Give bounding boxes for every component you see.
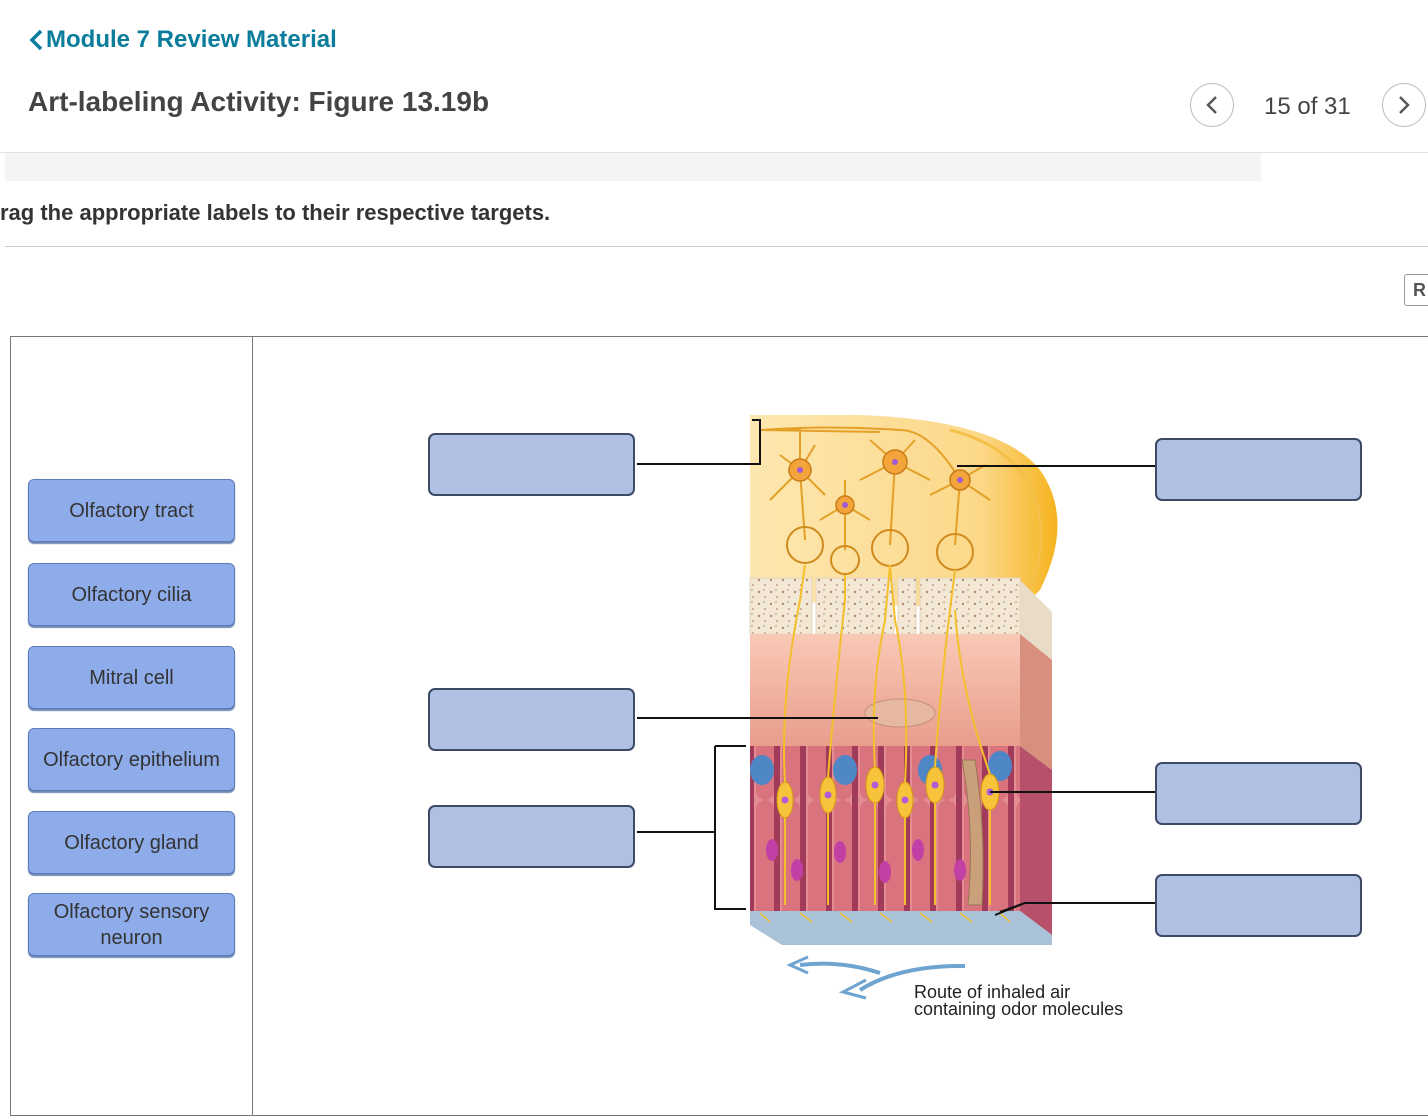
label-bank — [10, 336, 253, 1116]
drop-target-cilia[interactable] — [1155, 874, 1362, 937]
mucus-layer — [750, 911, 1052, 945]
sensory-neuron-axons — [783, 564, 991, 905]
toolbar-strip — [5, 153, 1261, 181]
label-chip-olfactory-epithelium[interactable]: Olfactory epithelium — [28, 728, 235, 791]
instructions-text: rag the appropriate labels to their resp… — [0, 200, 551, 225]
drop-target-olfactory-tract[interactable] — [428, 433, 635, 496]
previous-item-button[interactable] — [1190, 83, 1234, 127]
chevron-left-icon — [29, 29, 43, 51]
label-chip-olfactory-cilia[interactable]: Olfactory cilia — [28, 563, 235, 626]
reset-button[interactable]: R — [1404, 274, 1428, 306]
airflow-arrows-icon — [786, 955, 966, 1000]
back-link-label: Module 7 Review Material — [46, 26, 337, 53]
drop-target-sensory-neuron[interactable] — [1155, 762, 1362, 825]
olfactory-bulb — [750, 415, 1058, 610]
label-chip-olfactory-sensory-neuron[interactable]: Olfactory sensory neuron — [28, 893, 235, 956]
leader-lines — [637, 419, 1155, 916]
chevron-left-icon — [1206, 96, 1217, 114]
drop-target-epithelium[interactable] — [428, 805, 635, 868]
label-chip-olfactory-gland[interactable]: Olfactory gland — [28, 811, 235, 874]
pager-status: 15 of 31 — [1264, 93, 1351, 120]
caption-line-2: containing odor molecules — [914, 999, 1124, 1019]
label-chip-mitral-cell[interactable]: Mitral cell — [28, 646, 235, 709]
drop-target-mitral-cell[interactable] — [1155, 438, 1362, 501]
instructions-divider — [5, 246, 1428, 247]
label-chip-olfactory-tract[interactable]: Olfactory tract — [28, 479, 235, 542]
caption-line-1: Route of inhaled air — [914, 982, 1071, 1002]
olfactory-epithelium — [750, 746, 1052, 935]
drop-target-lamina-propria-structure[interactable] — [428, 688, 635, 751]
page-title: Art-labeling Activity: Figure 13.19b — [28, 86, 490, 117]
header-divider — [0, 152, 1428, 153]
next-item-button[interactable] — [1382, 83, 1426, 127]
back-to-module-link[interactable]: Module 7 Review Material — [28, 26, 337, 54]
figure-caption: Route of inhaled air containing odor mol… — [914, 982, 1124, 1019]
chevron-right-icon — [1399, 96, 1410, 114]
